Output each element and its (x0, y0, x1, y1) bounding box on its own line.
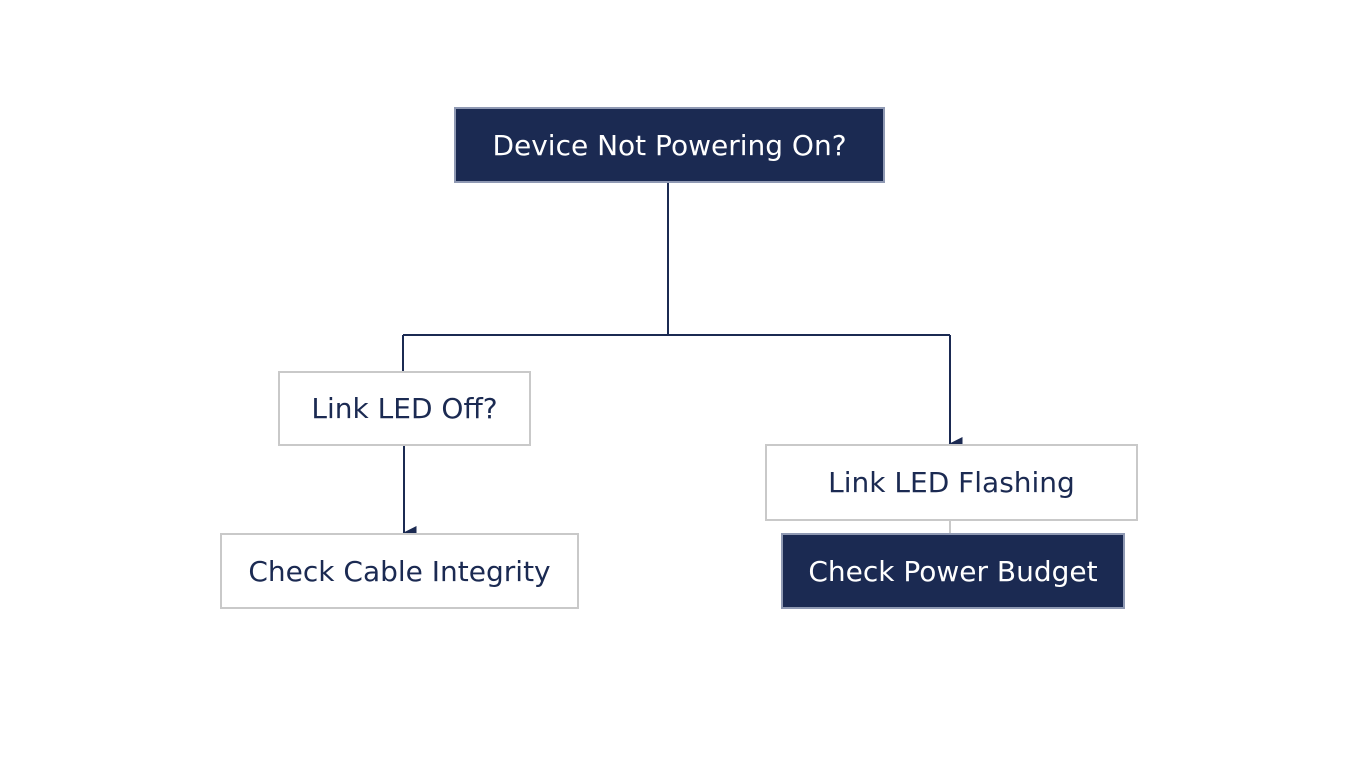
node-label: Link LED Flashing (828, 466, 1075, 499)
node-label: Link LED Off? (311, 392, 498, 425)
node-label: Check Cable Integrity (248, 554, 551, 588)
node-check-cable-integrity: Check Cable Integrity (220, 533, 579, 609)
node-link-led-flashing: Link LED Flashing (765, 444, 1138, 521)
node-label: Check Power Budget (808, 554, 1098, 588)
node-label: Device Not Powering On? (492, 128, 847, 162)
node-check-power-budget: Check Power Budget (781, 533, 1125, 609)
node-link-led-off: Link LED Off? (278, 371, 531, 446)
node-device-not-powering-on: Device Not Powering On? (454, 107, 885, 183)
